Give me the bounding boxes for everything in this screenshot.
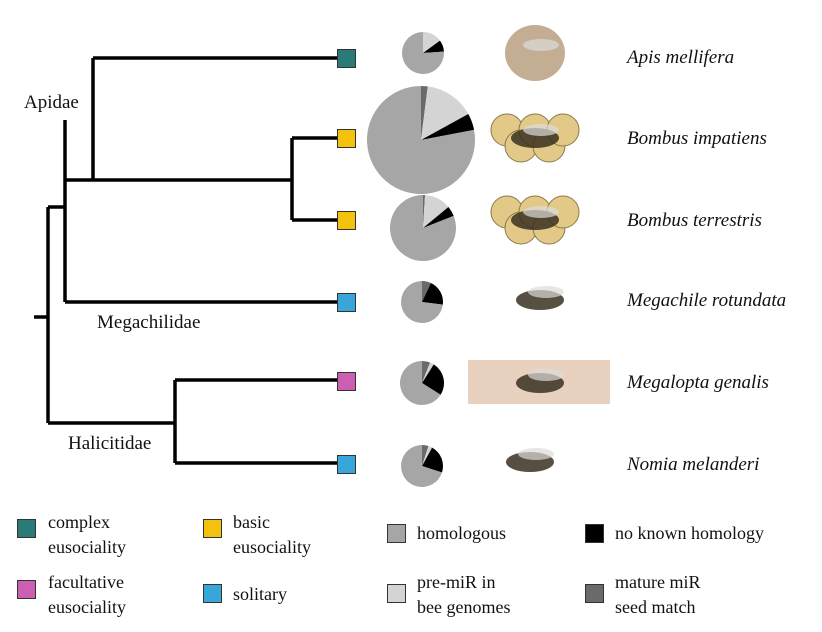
clade-label-halictidae: Halicitidae <box>68 433 152 454</box>
pie-slice-mature <box>422 445 429 466</box>
pie-chart <box>389 195 456 262</box>
sociality-marker-solitary <box>337 455 356 474</box>
pie-slice-mature <box>423 195 426 228</box>
legend-swatch-facultative <box>17 580 36 599</box>
legend-swatch-pre-mir <box>387 584 406 603</box>
sociality-marker-basic <box>337 129 356 148</box>
legend-solitary: solitary <box>233 584 287 604</box>
legend-swatch-homologous <box>387 524 406 543</box>
pie-chart <box>402 32 444 74</box>
species-label: Bombus impatiens <box>627 128 767 149</box>
pie-slice-no-homology <box>423 206 454 228</box>
bee-illustration <box>490 113 580 163</box>
legend-no-homology: no known homology <box>615 523 765 543</box>
sociality-marker-solitary <box>337 293 356 312</box>
pie-slice-homologous <box>400 361 441 406</box>
pie-slice-pre-mir <box>423 32 440 53</box>
clade-label-megachilidae: Megachilidae <box>97 312 201 333</box>
sociality-marker-facultative <box>337 372 356 391</box>
phylogenetic-tree <box>34 56 338 465</box>
pie-slice-no-homology <box>422 447 443 473</box>
pie-slice-mature <box>421 86 428 140</box>
legend-swatch-complex <box>17 519 36 538</box>
legend-swatch-mature <box>585 584 604 603</box>
pie-chart <box>401 281 443 324</box>
pie-slice-homologous <box>366 86 475 194</box>
clade-label-apidae: Apidae <box>24 92 79 113</box>
bee-illustration <box>468 360 610 404</box>
species-label: Megachile rotundata <box>627 290 787 311</box>
pie-slice-homologous <box>389 195 456 262</box>
pie-slice-homologous <box>401 281 443 324</box>
sociality-marker-complex <box>337 49 356 68</box>
legend-swatch-no-homology <box>585 524 604 543</box>
pie-slice-pre-mir <box>422 446 433 466</box>
bee-illustration <box>490 195 580 245</box>
pie-chart <box>400 445 443 488</box>
pie-slice-mature <box>422 281 431 302</box>
bee-illustration <box>506 448 554 472</box>
pie-slice-no-homology <box>423 40 444 53</box>
pie-slice-pre-mir <box>423 195 449 228</box>
species-label: Megalopta genalis <box>627 372 769 393</box>
bee-illustration <box>505 25 565 81</box>
legend-homologous: homologous <box>417 523 507 543</box>
pie-slice-mature <box>422 361 431 383</box>
pie-slice-homologous <box>400 445 442 488</box>
pie-slice-pre-mir <box>422 362 434 383</box>
pie-chart <box>366 86 475 194</box>
pie-chart <box>400 361 445 406</box>
pie-slice-no-homology <box>422 282 443 305</box>
species-label: Bombus terrestris <box>627 210 762 231</box>
pie-slice-no-homology <box>422 364 445 395</box>
species-label: Apis mellifera <box>627 47 735 68</box>
legend-swatch-basic <box>203 519 222 538</box>
legend-swatch-solitary <box>203 584 222 603</box>
pie-slice-pre-mir <box>421 86 469 140</box>
bee-illustration <box>516 286 564 310</box>
pie-slice-homologous <box>402 32 444 74</box>
pie-slice-no-homology <box>421 113 475 140</box>
sociality-marker-basic <box>337 211 356 230</box>
species-label: Nomia melanderi <box>627 454 760 475</box>
